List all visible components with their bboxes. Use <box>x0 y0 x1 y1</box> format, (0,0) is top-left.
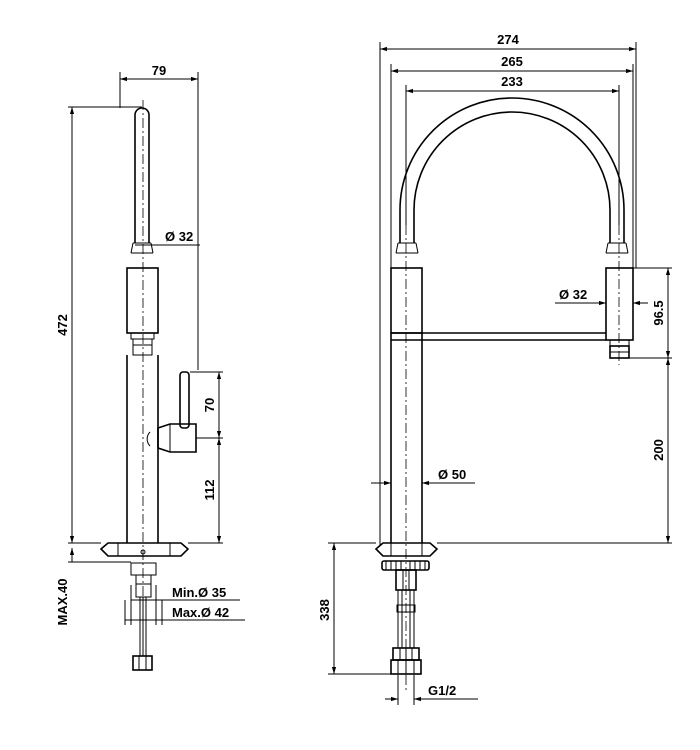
dim-front-under-deck-label: 338 <box>317 599 332 621</box>
dim-front-spout-clearance: 200 <box>437 358 672 544</box>
dim-side-width-label: 79 <box>152 63 166 78</box>
front-spout-arch <box>395 97 629 254</box>
side-view: 79 472 Ø 32 70 112 MAX.40 <box>55 63 245 671</box>
front-spray-head <box>605 267 634 359</box>
dim-front-overall-width: 274 <box>379 32 637 545</box>
dim-front-head-diameter-label: Ø 32 <box>559 287 587 302</box>
dim-side-deck-max: MAX.40 <box>55 548 131 625</box>
dim-side-height: 472 <box>55 106 142 544</box>
side-spout-tube <box>130 107 154 254</box>
dim-front-width-2: 265 <box>390 54 634 268</box>
dim-front-overall-width-label: 274 <box>497 32 519 47</box>
dim-side-spout-diameter-label: Ø 32 <box>165 229 193 244</box>
dim-side-spout-diameter: Ø 32 <box>135 229 200 246</box>
dim-side-height-label: 472 <box>55 314 70 336</box>
side-under-deck <box>130 562 157 671</box>
dim-front-width-3: 233 <box>405 74 620 225</box>
dim-front-under-deck: 338 <box>317 542 391 675</box>
side-spray-head <box>126 267 159 356</box>
dim-side-lever: 70 112 <box>188 371 223 544</box>
side-body <box>126 355 159 543</box>
front-holder-bar <box>391 332 606 341</box>
dim-front-body-diameter: Ø 50 <box>371 467 475 486</box>
dim-side-width: 79 <box>119 63 199 370</box>
dim-front-body-diameter-label: Ø 50 <box>438 467 466 482</box>
dim-front-width-3-label: 233 <box>501 74 523 89</box>
side-lever <box>146 371 197 453</box>
side-base <box>99 542 190 557</box>
dim-front-width-2-label: 265 <box>501 54 523 69</box>
dim-side-hole-max-label: Max.Ø 42 <box>172 605 229 620</box>
front-base <box>374 542 439 557</box>
dim-front-head-height-label: 96.5 <box>651 300 666 325</box>
dim-side-hole-min-label: Min.Ø 35 <box>172 585 226 600</box>
dim-side-lever-position-label: 112 <box>202 480 217 501</box>
front-view: 274 265 233 Ø 32 96.5 <box>317 32 672 705</box>
dim-side-lever-height-label: 70 <box>202 398 217 412</box>
front-under-deck <box>381 560 430 675</box>
dim-front-head-diameter: Ø 32 <box>555 287 648 306</box>
dim-front-thread: G1/2 <box>385 675 478 705</box>
dim-front-thread-label: G1/2 <box>428 683 456 698</box>
front-body <box>390 267 423 543</box>
dim-side-hole: Min.Ø 35 Max.Ø 42 <box>124 585 245 625</box>
dim-side-deck-max-label: MAX.40 <box>55 579 70 626</box>
dim-front-head-height: 96.5 <box>629 267 672 359</box>
dim-front-spout-clearance-label: 200 <box>651 439 666 461</box>
